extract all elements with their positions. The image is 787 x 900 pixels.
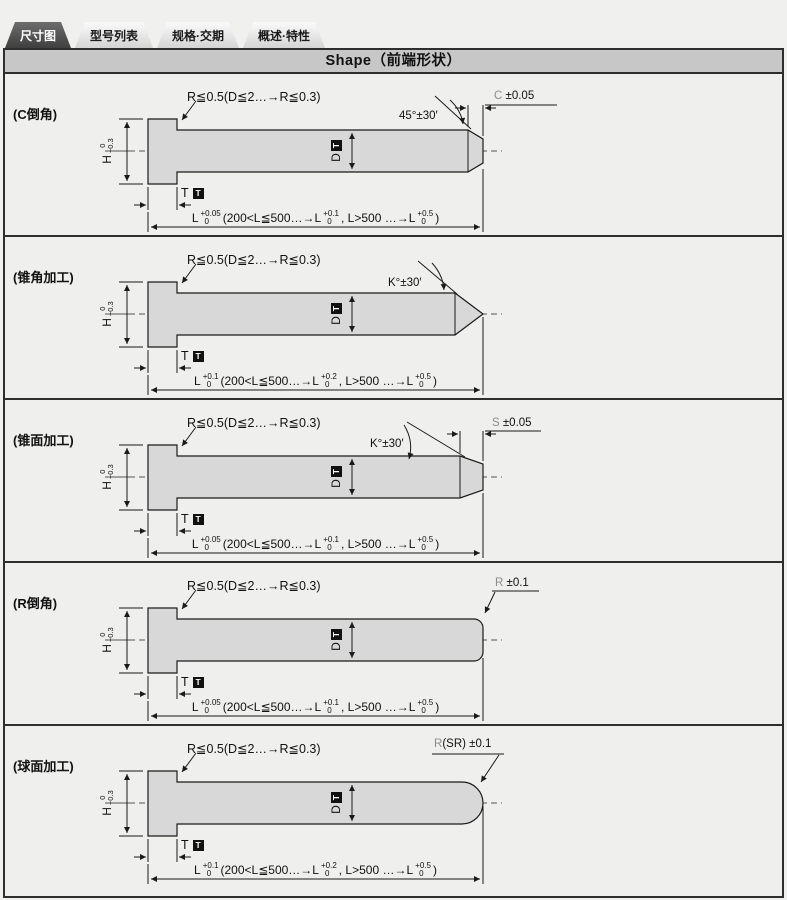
content-frame: Shape（前端形状） (C倒角) R≦0.5(D≦2…→R≦0.3)	[3, 48, 784, 898]
tolerance-t-icon: T	[330, 303, 342, 315]
tolerance-t-icon: T	[192, 187, 204, 199]
shape-header-title: Shape（前端形状）	[5, 50, 782, 74]
section-label: (C倒角)	[13, 107, 58, 122]
d-dimension-label: D T	[329, 623, 343, 657]
tab-model-list[interactable]: 型号列表	[75, 22, 153, 48]
tip-dim-letter: S	[492, 417, 500, 429]
fillet-note: R≦0.5(D≦2…→R≦0.3)	[187, 416, 321, 430]
section-spherical: (球面加工) R≦0.5(D≦2…→R≦0.3) H 0−0.3 D T T T…	[5, 726, 782, 896]
tip-angle-label: 45°±30′	[399, 110, 438, 122]
fillet-note: R≦0.5(D≦2…→R≦0.3)	[187, 579, 321, 593]
section-label: (锥面加工)	[13, 433, 74, 448]
drawing-taper-face	[105, 421, 541, 558]
tip-dim-tol: ±0.05	[505, 90, 535, 102]
tip-angle-label: K°±30′	[370, 438, 404, 450]
tip-dim-label: R(SR) ±0.1	[434, 738, 491, 750]
tolerance-t-icon: T	[192, 350, 204, 362]
t-dimension-label: T T	[181, 512, 204, 526]
tolerance-t-icon: T	[330, 140, 342, 152]
tolerance-t-icon: T	[192, 676, 204, 688]
h-dimension-label: H 0−0.3	[98, 128, 116, 174]
drawing-spherical	[105, 752, 504, 884]
drawing-c-chamfer	[105, 95, 557, 232]
tip-dim-letter: R	[495, 577, 504, 589]
section-label: (R倒角)	[13, 596, 58, 611]
section-label: (锥角加工)	[13, 270, 74, 285]
h-dimension-label: H 0−0.3	[98, 627, 115, 653]
tolerance-t-icon: T	[330, 792, 342, 804]
tab-dimension-diagram[interactable]: 尺寸图	[5, 22, 71, 48]
tolerance-t-icon: T	[330, 466, 342, 478]
tolerance-t-icon: T	[192, 513, 204, 525]
d-letter: D	[329, 153, 343, 162]
section-taper-angle: (锥角加工) R≦0.5(D≦2…→R≦0.3) H 0−0.3 D T T T…	[5, 237, 782, 400]
tip-dim-tol: ±0.05	[502, 417, 532, 429]
h-dimension-label: H 0−0.3	[98, 790, 115, 816]
fillet-note: R≦0.5(D≦2…→R≦0.3)	[187, 253, 321, 267]
fillet-note: R≦0.5(D≦2…→R≦0.3)	[187, 90, 321, 104]
tip-dim-label: S ±0.05	[492, 417, 532, 429]
tip-dim-mid: (SR)	[442, 738, 466, 750]
tolerance-t-icon: T	[330, 629, 342, 641]
tab-bar: 尺寸图 型号列表 规格·交期 概述·特性	[0, 0, 787, 48]
d-dimension-label: D T	[329, 297, 343, 331]
t-dimension-label: T T	[181, 675, 204, 689]
t-dimension-label: T T	[181, 349, 204, 363]
fillet-note: R≦0.5(D≦2…→R≦0.3)	[187, 742, 321, 756]
tip-dim-tol: ±0.1	[506, 577, 529, 589]
section-taper-face: (锥面加工) R≦0.5(D≦2…→R≦0.3) H 0−0.3 D T T T…	[5, 400, 782, 563]
h-dimension-label: H 0−0.3	[98, 301, 115, 327]
d-dimension-label: D T	[329, 786, 343, 820]
tip-dim-label: C ±0.05	[494, 90, 534, 102]
section-c-chamfer: (C倒角) R≦0.5(D≦2…→R≦0.3) H 0−0.3 D T T T …	[5, 74, 782, 237]
tip-dim-letter: C	[494, 90, 503, 102]
t-dimension-label: T T	[181, 838, 204, 852]
t-dimension-label: T T	[181, 186, 204, 200]
t-letter: T	[181, 186, 189, 200]
d-dimension-label: D T	[329, 460, 343, 494]
tip-dim-label: R ±0.1	[495, 577, 529, 589]
section-r-chamfer: (R倒角) R≦0.5(D≦2…→R≦0.3) H 0−0.3 D T T T …	[5, 563, 782, 726]
tab-specs-delivery[interactable]: 规格·交期	[157, 22, 239, 48]
tolerance-t-icon: T	[192, 839, 204, 851]
tab-overview-features[interactable]: 概述·特性	[243, 22, 325, 48]
h-letter: H	[100, 155, 114, 164]
drawing-r-chamfer	[105, 589, 539, 721]
d-dimension-label: D T	[329, 134, 343, 168]
tip-dim-letter: R	[434, 738, 443, 750]
drawing-taper-angle	[105, 260, 502, 395]
tip-angle-label: K°±30′	[388, 277, 422, 289]
h-tol-lower: −0.3	[106, 138, 115, 154]
section-label: (球面加工)	[13, 759, 74, 774]
tip-dim-tol: ±0.1	[469, 738, 492, 750]
h-dimension-label: H 0−0.3	[98, 464, 115, 490]
